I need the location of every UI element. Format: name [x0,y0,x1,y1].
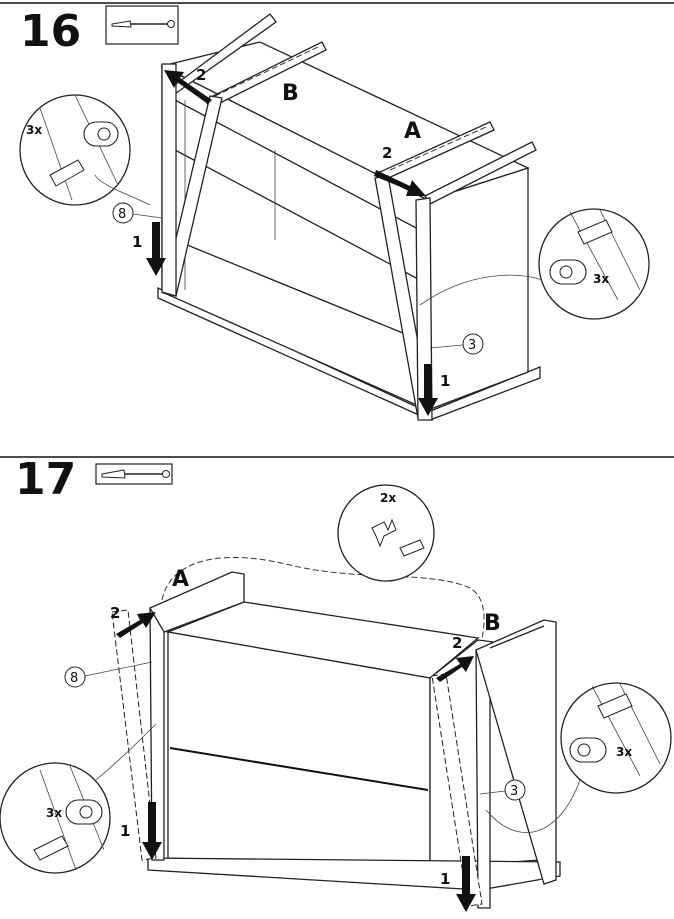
panel-a-label: A [172,567,189,592]
callout-3-17 [479,779,526,801]
qty-left-label: 3x [26,123,42,137]
screw-icon [577,743,591,757]
dowel-icon [49,159,85,187]
arrow-2-left-label: 2 [110,604,120,622]
panel-a-label: A [404,119,421,144]
panel-b-label: B [484,611,501,636]
detail-bubble-left-16 [19,94,151,206]
step-17-number: 17 [15,454,76,505]
callout-8-label: 8 [70,671,78,686]
screw-icon [97,127,111,141]
step-16: 16 [0,2,674,421]
arrow-2-right-label: 2 [382,144,392,162]
callout-3-16 [429,333,484,355]
qty-right-label: 3x [593,272,609,286]
arrow-icon [116,612,476,912]
leg-left-16 [161,63,223,297]
detail-bubble-right-16 [419,208,650,320]
detail-bubble-right-17 [485,682,672,833]
arrow-1-right-label: 1 [440,870,450,888]
step-16-number: 16 [20,6,81,57]
dowel-icon [597,693,633,719]
arrow-1-right-label: 1 [440,372,450,390]
arrow-1-left-label: 1 [132,233,142,251]
screw-icon [559,265,573,279]
qty-top-label: 2x [380,491,396,505]
dowel-icon [33,835,69,861]
panel-b-label: B [282,81,299,106]
leg-rail-a [379,121,537,205]
callout-8-label: 8 [118,207,126,222]
qty-right-label: 3x [616,745,632,759]
dashed-guide-path [161,557,485,649]
screwdriver-icon [95,463,173,485]
screwdriver-icon [105,5,179,45]
callout-3-label: 3 [510,784,518,799]
dowel-icon [577,219,613,245]
step-17: 17 [0,454,674,912]
qty-left-label: 3x [46,806,62,820]
callout-8-16 [112,202,163,224]
callout-8-17 [64,661,153,688]
cam-lock-icon [371,518,397,548]
callout-3-label: 3 [468,338,476,353]
dowel-icon [399,539,425,557]
arrow-1-left-label: 1 [120,822,130,840]
detail-bubble-top-17 [337,484,435,582]
arrow-2-right-label: 2 [452,634,462,652]
arrow-icon [146,70,438,416]
arrow-2-left-label: 2 [196,66,206,84]
leg-right-17 [431,619,557,909]
leg-left-17 [111,571,245,861]
screw-icon [79,805,93,819]
detail-bubble-left-17 [0,723,157,874]
